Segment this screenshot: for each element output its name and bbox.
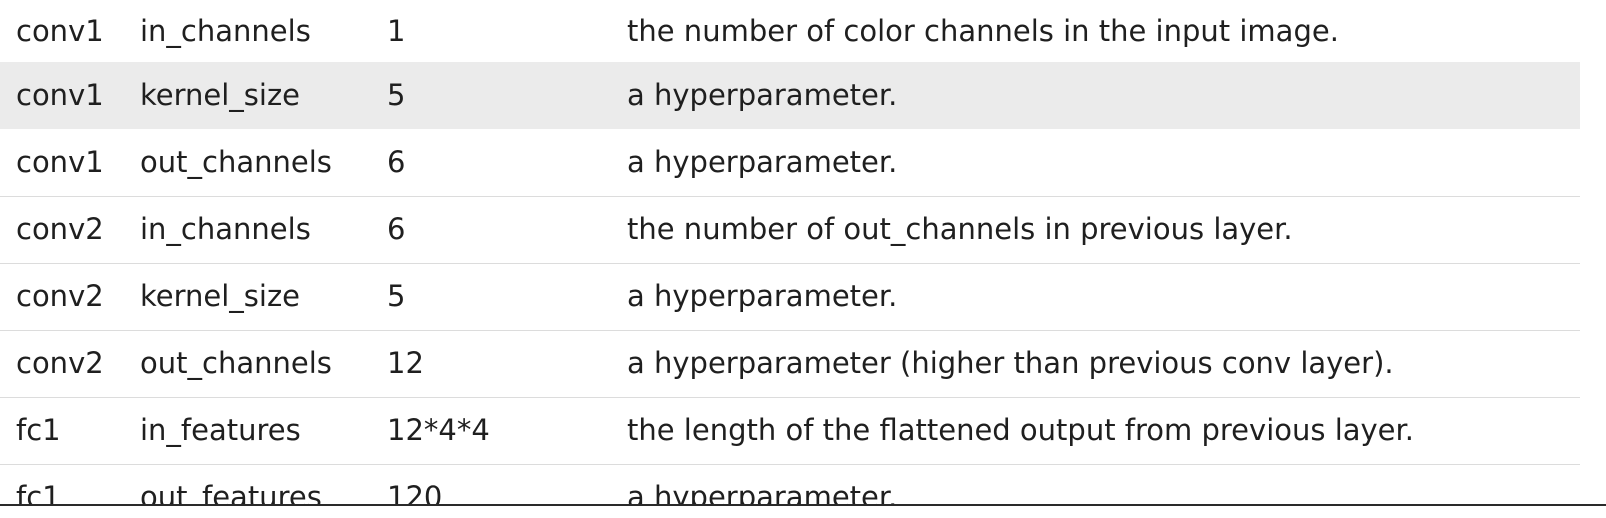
description-cell: a hyperparameter.: [627, 129, 1580, 197]
value-cell: 12: [387, 330, 627, 398]
parameter-cell: out_channels: [140, 330, 387, 398]
layer-cell: conv1: [16, 13, 104, 48]
description-cell: a hyperparameter.: [627, 78, 898, 112]
value-cell: 6: [387, 196, 627, 264]
layer-cell: conv1: [16, 78, 104, 112]
description-cell: the number of color channels in the inpu…: [627, 13, 1339, 48]
description-cell: a hyperparameter.: [627, 263, 1580, 331]
table-row: conv2 out_channels 12 a hyperparameter (…: [0, 330, 1580, 398]
description-cell: a hyperparameter (higher than previous c…: [627, 330, 1580, 398]
value-cell: 6: [387, 129, 627, 197]
table-row: conv1 kernel_size 5 a hyperparameter.: [0, 62, 1580, 129]
table-row: conv2 kernel_size 5 a hyperparameter.: [0, 263, 1580, 331]
bottom-edge-bar: [0, 504, 1606, 518]
value-cell: 5: [387, 78, 406, 112]
table-row: conv2 in_channels 6 the number of out_ch…: [0, 196, 1580, 264]
table-row: conv1 in_channels 1 the number of color …: [0, 0, 1580, 62]
value-cell: 1: [387, 13, 406, 48]
description-cell: the length of the flattened output from …: [627, 397, 1580, 465]
parameter-cell: kernel_size: [140, 78, 301, 112]
parameter-cell: in_channels: [140, 13, 311, 48]
value-cell: 5: [387, 263, 627, 331]
description-cell: the number of out_channels in previous l…: [627, 196, 1580, 264]
layer-cell: conv1: [0, 129, 140, 197]
layer-cell: conv2: [0, 330, 140, 398]
parameter-cell: kernel_size: [140, 263, 387, 331]
parameter-cell: out_channels: [140, 129, 387, 197]
table-row: fc1 in_features 12*4*4 the length of the…: [0, 397, 1580, 465]
layer-cell: conv2: [0, 263, 140, 331]
layer-cell: fc1: [0, 397, 140, 465]
parameter-cell: in_features: [140, 397, 387, 465]
parameter-cell: in_channels: [140, 196, 387, 264]
value-cell: 12*4*4: [387, 397, 627, 465]
table-row: conv1 out_channels 6 a hyperparameter.: [0, 129, 1580, 197]
layer-cell: conv2: [0, 196, 140, 264]
